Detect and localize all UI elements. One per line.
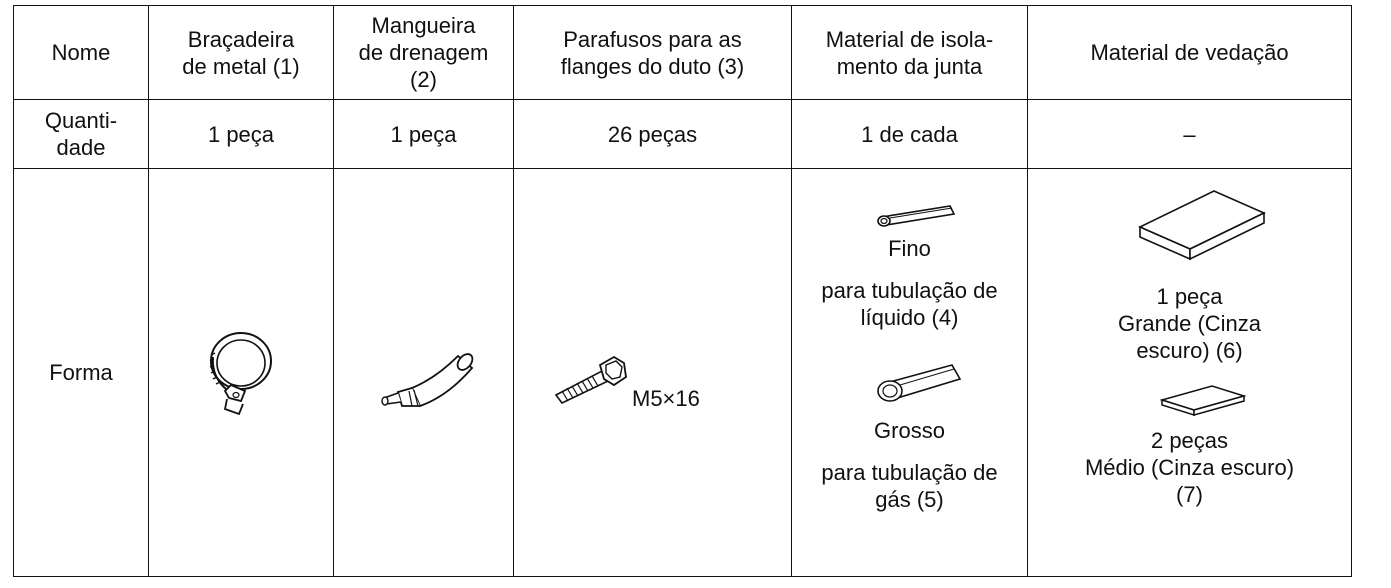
medium-pad-description: 2 peças Médio (Cinza escuro) (7) [1084, 428, 1295, 507]
shape-label: Forma [13, 168, 149, 577]
large-sealing-pad-icon [1138, 190, 1266, 261]
quantity-screws: 26 peças [513, 99, 792, 169]
shape-screws: M5×16 [513, 168, 792, 577]
shape-metal-clamp [148, 168, 334, 577]
shape-drain-hose [333, 168, 514, 577]
thick-insulation-tube-icon [877, 364, 962, 402]
thin-insulation-tube-icon [877, 205, 956, 227]
medium-sealing-pad-icon [1159, 385, 1247, 417]
quantity-sealing: – [1027, 99, 1352, 169]
quantity-insulation: 1 de cada [791, 99, 1028, 169]
quantity-metal-clamp: 1 peça [148, 99, 334, 169]
quantity-drain-hose: 1 peça [333, 99, 514, 169]
metal-clamp-icon [209, 332, 272, 416]
screw-size-label: M5×16 [632, 386, 700, 411]
shape-sealing: 1 peça Grande (Cinza escuro) (6) 2 peças… [1027, 168, 1352, 577]
shape-row: Forma [13, 168, 1352, 577]
quantity-label: Quanti-dade [13, 99, 149, 169]
quantity-row: Quanti-dade 1 peça 1 peça 26 peças 1 de … [13, 99, 1352, 169]
header-sealing-material: Material de vedação [1027, 5, 1352, 100]
thick-label: Grosso [874, 418, 945, 443]
screw-icon [554, 355, 627, 405]
header-name: Nome [13, 5, 149, 100]
thin-label: Fino [888, 236, 931, 261]
header-insulation-material: Material de isola-mento da junta [791, 5, 1028, 100]
large-pad-description: 1 peça Grande (Cinza escuro) (6) [1117, 284, 1262, 363]
drain-hose-icon [381, 353, 474, 408]
